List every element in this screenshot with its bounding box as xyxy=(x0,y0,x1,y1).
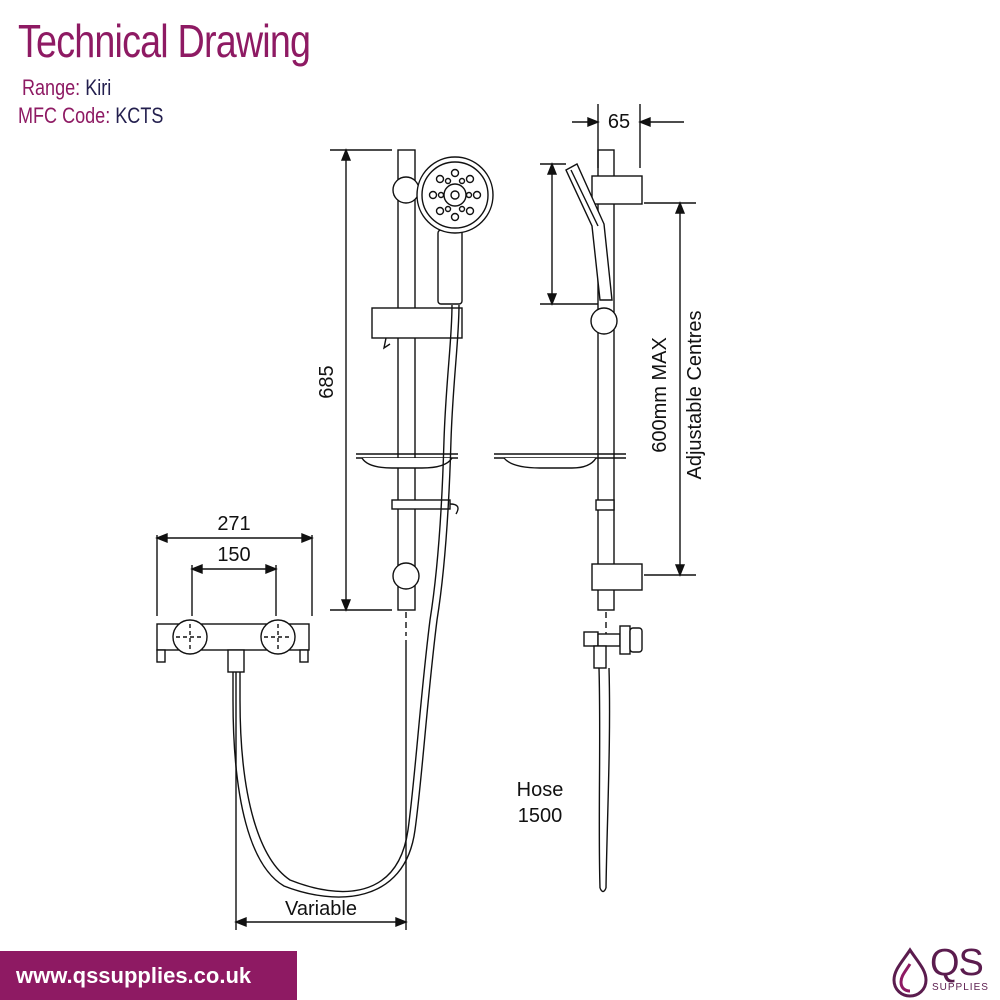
thermostatic-valve xyxy=(156,619,310,673)
side-top-bracket xyxy=(591,175,643,205)
droplet-icon xyxy=(892,947,928,998)
header: Technical Drawing Range: Kiri MFC Code: … xyxy=(18,18,374,130)
qs-supplies-logo: QS SUPPLIES xyxy=(890,942,1000,1000)
dimension-600 xyxy=(644,201,696,577)
website-url-banner[interactable]: www.qssupplies.co.uk xyxy=(0,951,297,1000)
dimension-65 xyxy=(572,104,684,168)
dimension-150 xyxy=(190,563,278,616)
logo-subtext: SUPPLIES xyxy=(932,982,989,993)
riser-rail xyxy=(397,149,416,611)
dim-685-label: 685 xyxy=(316,365,338,398)
side-handset xyxy=(565,163,613,301)
side-slider-knob xyxy=(590,307,618,335)
slider-holder xyxy=(371,307,463,350)
code-value: KCTS xyxy=(115,103,164,128)
hose-guide xyxy=(391,499,459,515)
bottom-bracket-knob xyxy=(392,562,420,590)
dimension-variable xyxy=(234,640,408,930)
side-bottom-bracket xyxy=(591,563,643,591)
hose-front xyxy=(239,304,453,893)
side-valve xyxy=(583,625,643,669)
top-bracket-knob xyxy=(392,176,420,204)
side-soap-dish xyxy=(494,453,626,469)
code-label: MFC Code: xyxy=(18,103,111,128)
dim-adjustable-label: Adjustable Centres xyxy=(684,311,706,480)
logo-text: QS xyxy=(930,942,984,984)
dim-65-label: 65 xyxy=(608,111,630,133)
range-value: Kiri xyxy=(85,75,112,100)
shower-head xyxy=(416,156,494,234)
range-label: Range: xyxy=(22,75,81,100)
dimension-685 xyxy=(330,148,392,612)
variable-label: Variable xyxy=(285,898,357,920)
side-hose-guide xyxy=(595,499,615,511)
hose-label-1: Hose xyxy=(517,779,564,801)
dimension-handset xyxy=(540,162,598,306)
dim-271-label: 271 xyxy=(217,513,250,535)
page-title: Technical Drawing xyxy=(18,15,311,67)
dimension-271 xyxy=(155,532,314,616)
hose-label-2: 1500 xyxy=(518,805,563,827)
side-hose xyxy=(598,667,601,889)
code-line: MFC Code: KCTS xyxy=(18,102,310,130)
soap-dish xyxy=(356,453,458,469)
dim-150-label: 150 xyxy=(217,544,250,566)
handset-handle xyxy=(437,229,463,305)
range-line: Range: Kiri xyxy=(22,74,311,102)
dim-600-label: 600mm MAX xyxy=(649,337,671,453)
